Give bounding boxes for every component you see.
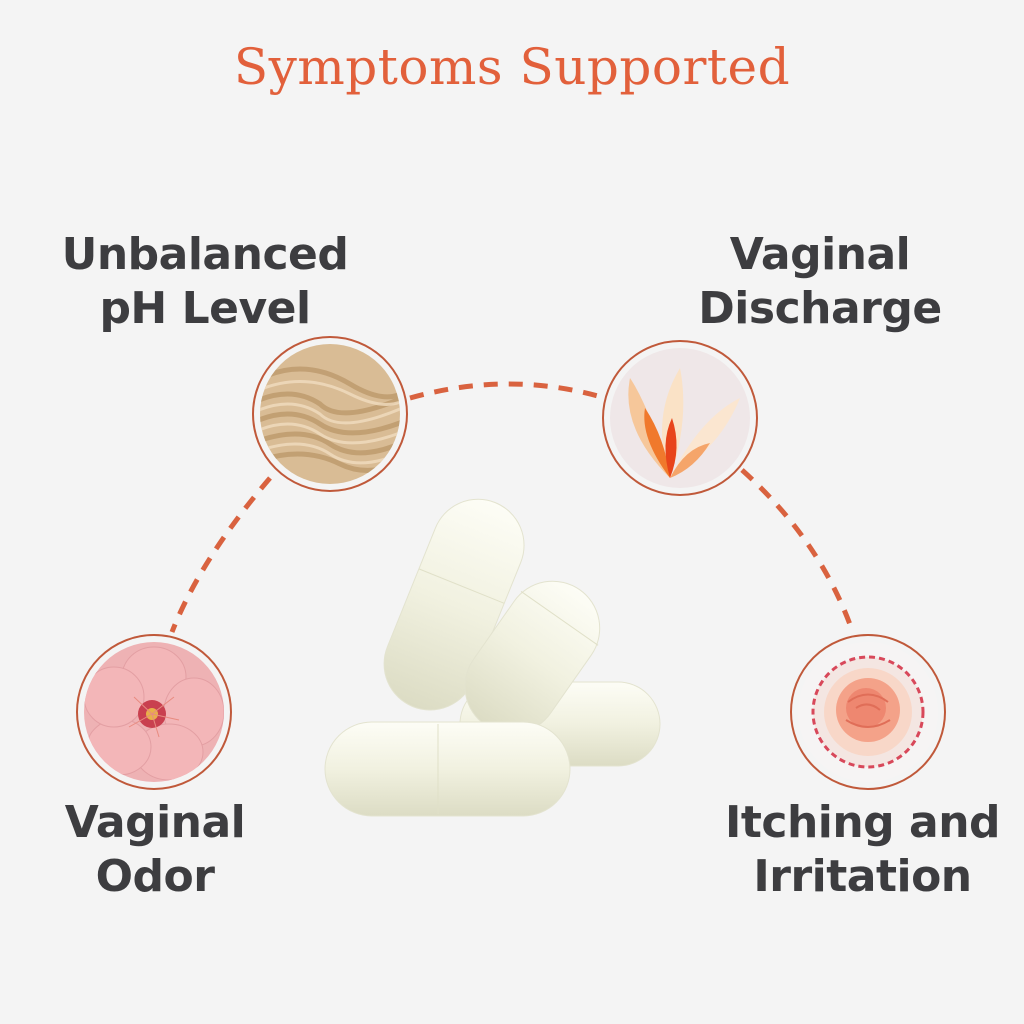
sand-ripples-icon — [252, 336, 408, 492]
symptom-label-discharge: Vaginal Discharge — [680, 228, 960, 336]
label-line: Vaginal — [64, 797, 246, 848]
symptom-label-odor: Vaginal Odor — [40, 796, 270, 904]
probiotic-capsules-image — [320, 490, 670, 850]
label-line: Odor — [95, 851, 215, 902]
carnation-icon — [790, 634, 946, 790]
orange-petal-flower-icon — [602, 340, 758, 496]
symptom-label-itching: Itching and Irritation — [720, 796, 1005, 904]
label-line: pH Level — [99, 283, 311, 334]
pink-blossom-icon — [76, 634, 232, 790]
label-line: Irritation — [753, 851, 972, 902]
page-title: Symptoms Supported — [233, 38, 791, 96]
label-line: Vaginal — [729, 229, 911, 280]
label-line: Itching and — [724, 797, 1001, 848]
label-line: Unbalanced — [61, 229, 349, 280]
label-line: Discharge — [698, 283, 942, 334]
symptom-label-ph: Unbalanced pH Level — [40, 228, 370, 336]
